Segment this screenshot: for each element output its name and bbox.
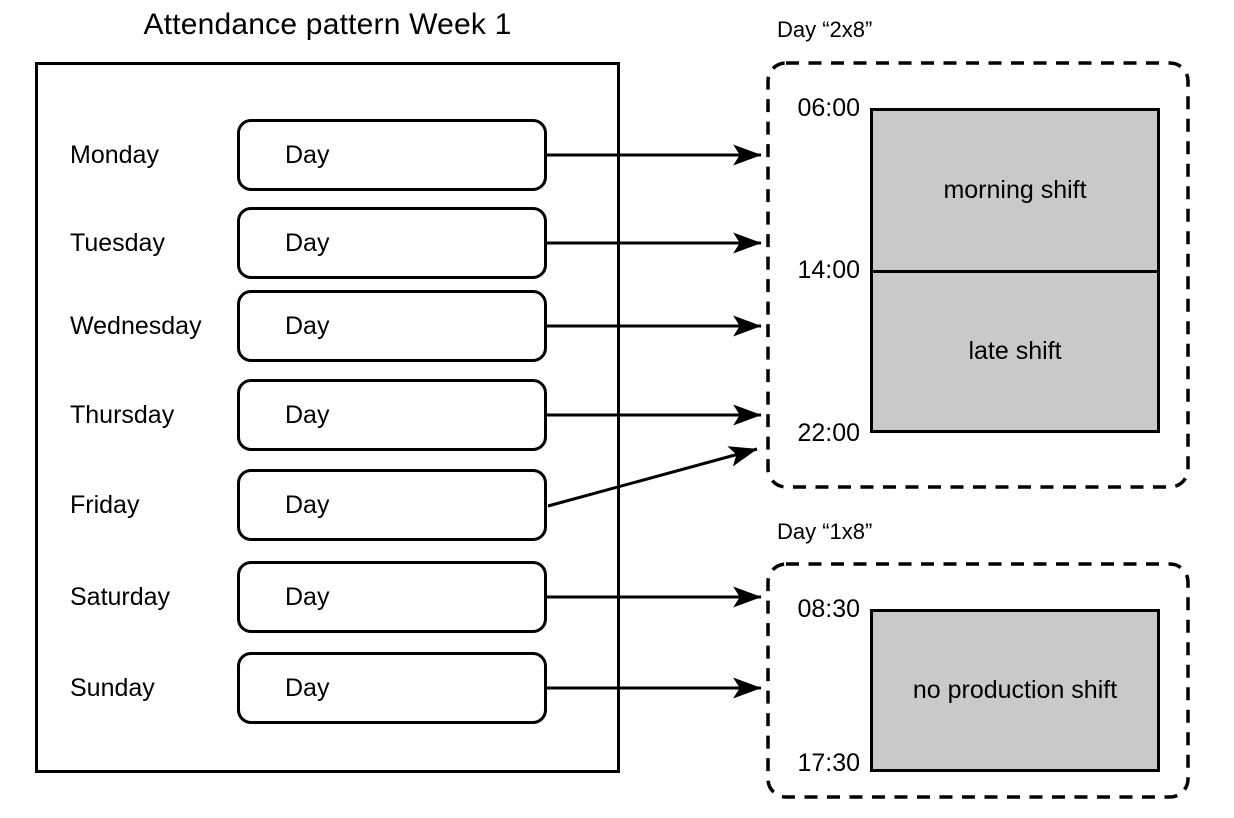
day-type-1x8-title: Day “1x8”: [777, 519, 873, 544]
day-label-monday: Monday: [70, 141, 159, 169]
day-label-friday: Friday: [70, 491, 140, 519]
day-box-monday-label: Day: [285, 140, 330, 169]
day-label-thursday: Thursday: [70, 401, 175, 429]
shift-block-2x8: morning shift late shift: [870, 108, 1160, 433]
late-shift-label: late shift: [968, 337, 1062, 365]
time-label-0830: 08:30: [797, 595, 860, 623]
day-box-wednesday: Day: [237, 290, 547, 362]
time-label-0600: 06:00: [797, 94, 860, 122]
day-box-monday: Day: [237, 119, 547, 191]
day-box-thursday: Day: [237, 379, 547, 451]
day-type-2x8-title: Day “2x8”: [777, 17, 873, 42]
late-shift-cell: late shift: [873, 273, 1157, 430]
day-box-sunday-label: Day: [285, 673, 330, 702]
day-box-friday-label: Day: [285, 490, 330, 519]
day-box-tuesday-label: Day: [285, 228, 330, 257]
day-box-wednesday-label: Day: [285, 311, 330, 340]
morning-shift-label: morning shift: [943, 176, 1087, 204]
day-box-tuesday: Day: [237, 207, 547, 279]
diagram-title: Attendance pattern Week 1: [143, 8, 512, 41]
no-production-shift-cell: no production shift: [873, 612, 1157, 769]
time-label-1400: 14:00: [797, 256, 860, 284]
time-label-1730: 17:30: [797, 749, 860, 777]
no-production-shift-label: no production shift: [912, 676, 1118, 704]
day-label-wednesday: Wednesday: [70, 312, 202, 340]
day-label-tuesday: Tuesday: [70, 229, 165, 257]
morning-shift-cell: morning shift: [873, 111, 1157, 273]
day-box-saturday: Day: [237, 561, 547, 633]
day-box-thursday-label: Day: [285, 400, 330, 429]
day-label-saturday: Saturday: [70, 583, 171, 611]
shift-block-1x8: no production shift: [870, 609, 1160, 772]
day-box-friday: Day: [237, 469, 547, 541]
time-label-2200: 22:00: [797, 419, 860, 447]
day-label-sunday: Sunday: [70, 674, 155, 702]
day-box-saturday-label: Day: [285, 582, 330, 611]
day-box-sunday: Day: [237, 652, 547, 724]
